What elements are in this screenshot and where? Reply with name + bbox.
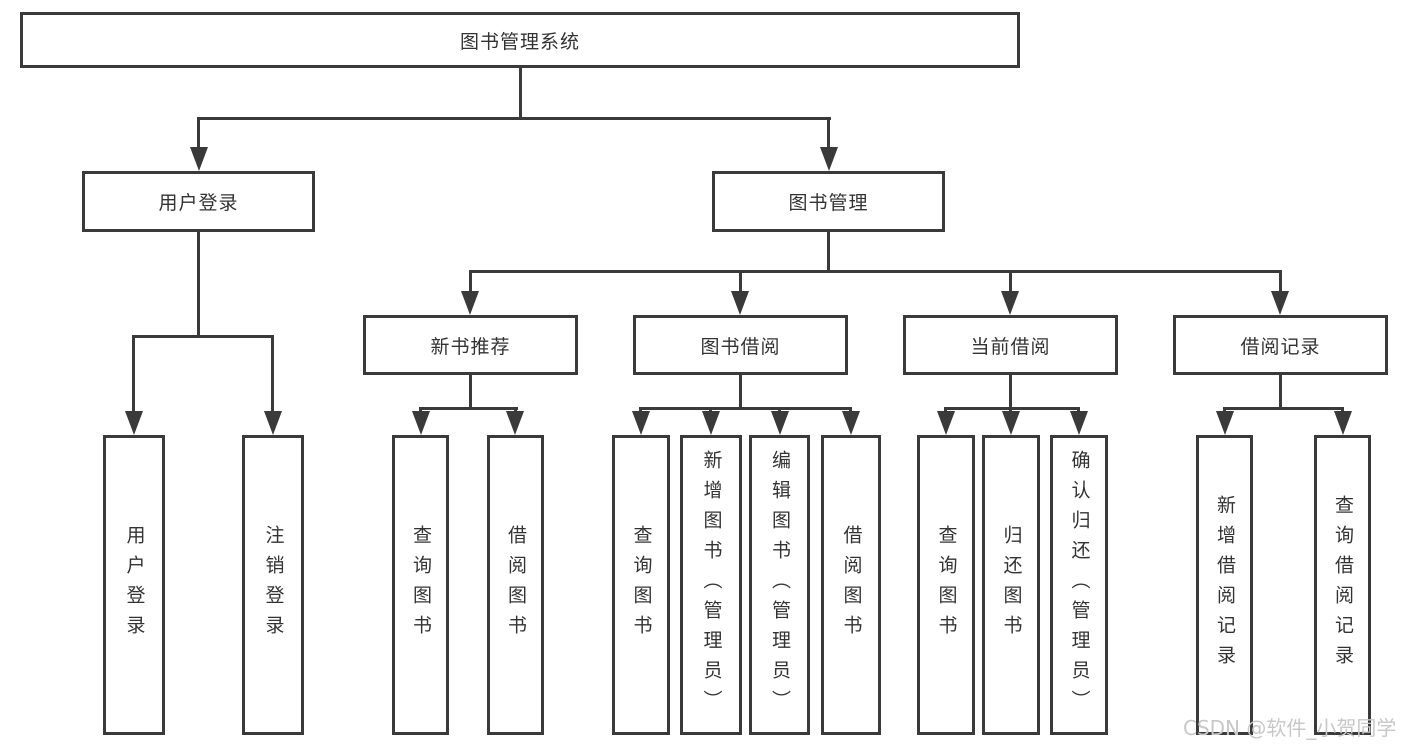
node-leaf-query-borrow-record: 查询借阅记录 xyxy=(1314,435,1371,735)
connector-line xyxy=(639,407,852,410)
connector-line xyxy=(944,407,1080,410)
node-leaf-return-books: 归还图书 xyxy=(982,435,1040,735)
connector-line xyxy=(469,375,472,410)
node-label: 查询图书 xyxy=(935,525,958,645)
node-leaf-add-books-admin: 新增图书（管理员） xyxy=(680,435,742,735)
node-label: 当前借阅 xyxy=(970,335,1051,358)
connector-arrowhead-down xyxy=(731,291,749,315)
connector-arrowhead-down xyxy=(702,411,720,435)
connector-arrowhead-down xyxy=(506,411,524,435)
connector-arrowhead-down xyxy=(771,411,789,435)
node-leaf-query-books-recommend: 查询图书 xyxy=(392,435,449,735)
connector-arrowhead-down xyxy=(937,411,955,435)
connector-line xyxy=(739,375,742,410)
connector-line xyxy=(1009,270,1012,293)
connector-line xyxy=(739,270,742,293)
csdn-watermark: CSDN @软件_小贺同学 xyxy=(1183,716,1397,740)
connector-line xyxy=(827,232,830,273)
connector-arrowhead-down xyxy=(1271,291,1289,315)
node-leaf-borrow-books-recommend: 借阅图书 xyxy=(487,435,544,735)
connector-arrowhead-down xyxy=(190,147,208,171)
connector-line xyxy=(469,270,472,293)
connector-arrowhead-down xyxy=(820,147,838,171)
connector-arrowhead-down xyxy=(125,411,143,435)
node-label: 归还图书 xyxy=(1000,525,1023,645)
connector-line xyxy=(469,270,1282,273)
connector-arrowhead-down xyxy=(632,411,650,435)
node-leaf-query-books-borrowing: 查询图书 xyxy=(612,435,670,735)
node-leaf-borrow-books-borrowing: 借阅图书 xyxy=(821,435,881,735)
node-label: 查询图书 xyxy=(630,525,653,645)
node-label: 新增借阅记录 xyxy=(1214,495,1236,675)
node-leaf-edit-books-admin: 编辑图书（管理员） xyxy=(749,435,810,735)
connector-line xyxy=(519,68,522,119)
node-label: 新增图书（管理员） xyxy=(700,450,723,720)
node-label: 编辑图书（管理员） xyxy=(769,450,791,720)
connector-line xyxy=(197,117,831,120)
node-leaf-user-login: 用户登录 xyxy=(103,435,165,735)
connector-line xyxy=(1223,407,1344,410)
node-label: 用户登录 xyxy=(158,192,239,214)
connector-line xyxy=(197,117,200,149)
connector-arrowhead-down xyxy=(412,411,430,435)
connector-arrowhead-down xyxy=(461,291,479,315)
connector-arrowhead-down xyxy=(842,411,860,435)
node-label: 用户登录 xyxy=(123,525,146,645)
connector-arrowhead-down xyxy=(264,411,282,435)
node-label: 查询图书 xyxy=(410,525,432,645)
connector-line xyxy=(197,232,200,338)
connector-line xyxy=(132,335,274,338)
node-label: 查询借阅记录 xyxy=(1332,495,1354,675)
node-leaf-add-borrow-record: 新增借阅记录 xyxy=(1196,435,1253,735)
connector-line xyxy=(271,335,274,412)
node-book-management: 图书管理 xyxy=(712,171,945,232)
connector-arrowhead-down xyxy=(1070,411,1088,435)
node-label: 借阅图书 xyxy=(840,525,863,645)
node-leaf-query-books-current: 查询图书 xyxy=(917,435,975,735)
node-book-borrowing: 图书借阅 xyxy=(633,315,848,375)
node-label: 图书借阅 xyxy=(700,335,781,358)
connector-arrowhead-down xyxy=(1334,411,1352,435)
node-library-management-system: 图书管理系统 xyxy=(20,12,1020,68)
node-label: 注销登录 xyxy=(262,525,285,645)
node-new-book-recommendation: 新书推荐 xyxy=(363,315,578,375)
node-label: 图书管理 xyxy=(788,192,869,214)
connector-line xyxy=(1279,270,1282,293)
node-label: 确认归还（管理员） xyxy=(1068,450,1091,720)
connector-line xyxy=(1279,375,1282,410)
connector-line xyxy=(827,117,830,149)
node-label: 借阅记录 xyxy=(1240,335,1321,358)
connector-arrowhead-down xyxy=(1001,291,1019,315)
node-leaf-confirm-return-admin: 确认归还（管理员） xyxy=(1050,435,1108,735)
connector-line xyxy=(1009,375,1012,410)
node-label: 图书管理系统 xyxy=(459,30,580,53)
node-leaf-logout: 注销登录 xyxy=(242,435,304,735)
node-user-login: 用户登录 xyxy=(82,171,315,232)
node-borrowing-records: 借阅记录 xyxy=(1173,315,1388,375)
node-current-borrowing: 当前借阅 xyxy=(903,315,1118,375)
node-label: 新书推荐 xyxy=(430,335,511,358)
connector-arrowhead-down xyxy=(1002,411,1020,435)
connector-line xyxy=(419,407,518,410)
connector-line xyxy=(132,335,135,412)
connector-arrowhead-down xyxy=(1216,411,1234,435)
node-label: 借阅图书 xyxy=(505,525,527,645)
